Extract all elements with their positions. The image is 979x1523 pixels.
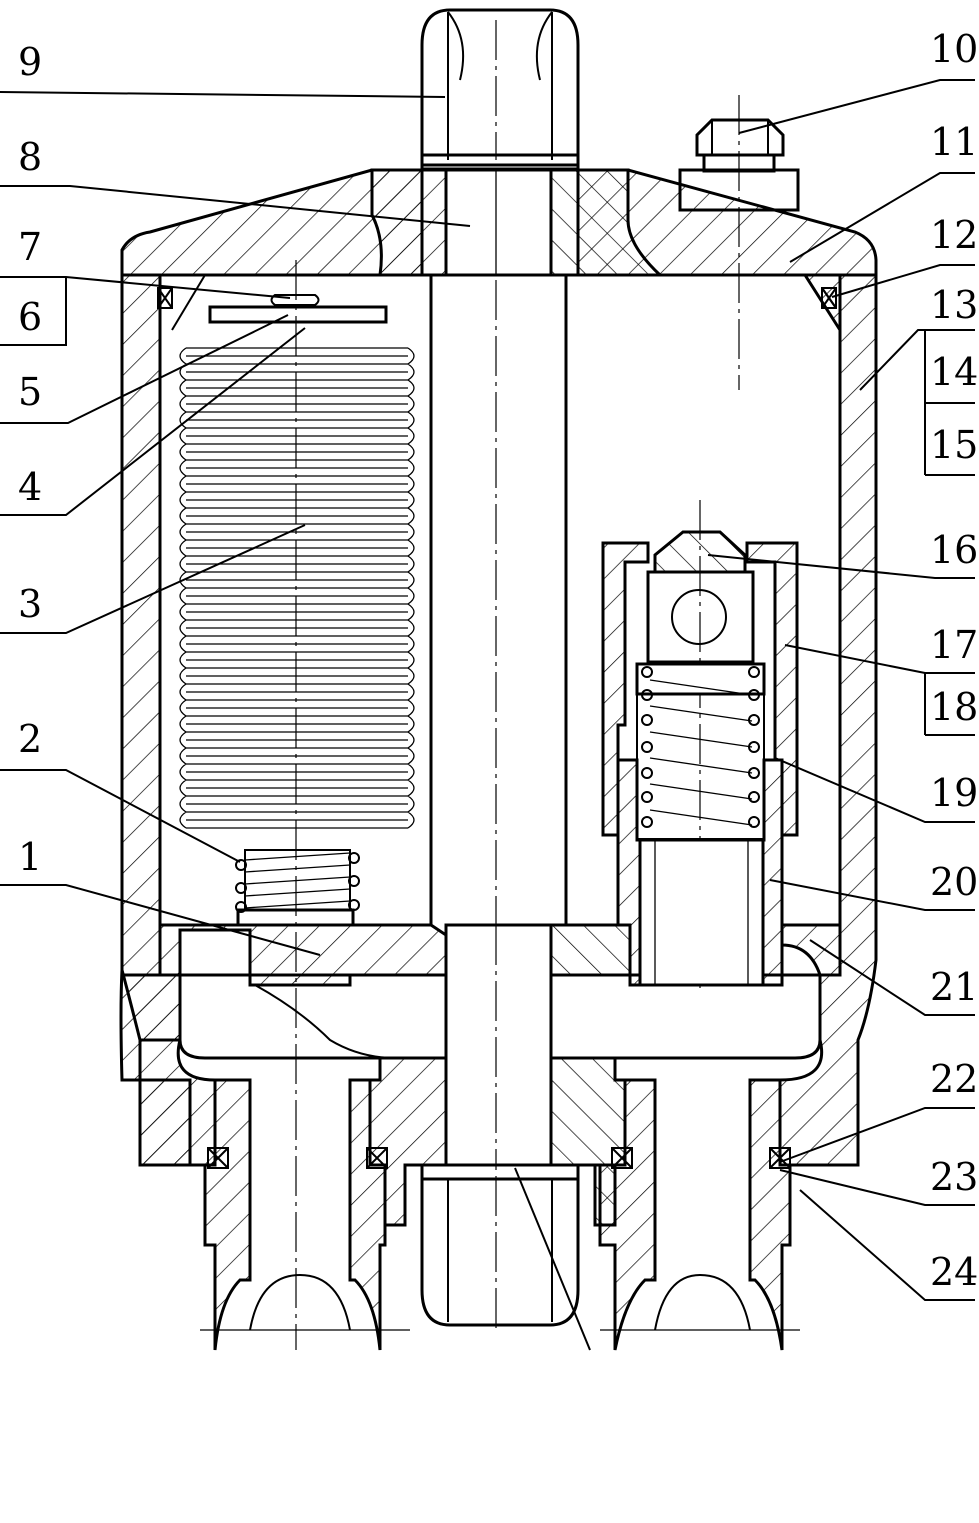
base-plate <box>158 923 448 987</box>
callout-3: 3 <box>18 582 42 626</box>
callout-6: 6 <box>18 295 42 339</box>
callout-19: 19 <box>930 771 978 815</box>
callout-1: 1 <box>18 835 42 879</box>
center-shaft-lower <box>444 923 553 1167</box>
callout-16: 16 <box>930 528 978 572</box>
callout-21: 21 <box>930 965 978 1009</box>
base-plate-right-outer <box>780 923 842 977</box>
callout-20: 20 <box>930 860 978 904</box>
callout-labels: 9 10 8 11 7 12 6 13 14 5 15 4 16 3 17 18… <box>18 27 978 1294</box>
pipe-left <box>200 1078 410 1351</box>
lower-chamber <box>178 975 822 1060</box>
callout-13: 13 <box>930 283 978 327</box>
label-boxes <box>924 330 975 736</box>
base-plate-right <box>549 923 632 977</box>
bottom-hex-nut <box>420 1163 580 1327</box>
pipe-right <box>598 1078 800 1351</box>
callout-18: 18 <box>930 685 978 729</box>
callout-5: 5 <box>18 370 42 414</box>
bellows-assembly <box>179 260 415 1350</box>
callout-15: 15 <box>930 423 978 467</box>
callout-4: 4 <box>18 465 42 509</box>
callout-7: 7 <box>18 225 42 269</box>
callout-8: 8 <box>18 135 42 179</box>
callout-22: 22 <box>930 1057 978 1101</box>
valve-assembly <box>601 500 799 990</box>
callout-23: 23 <box>930 1155 978 1199</box>
callout-14: 14 <box>930 350 978 394</box>
callout-10: 10 <box>930 27 978 71</box>
callout-11: 11 <box>930 120 978 164</box>
callout-24: 24 <box>930 1250 978 1294</box>
callout-12: 12 <box>930 213 978 257</box>
center-guide-tube <box>429 275 568 1330</box>
top-hex-nut <box>420 8 580 171</box>
leader-lines <box>0 79 975 1351</box>
callout-17: 17 <box>930 623 978 667</box>
callout-2: 2 <box>18 717 42 761</box>
center-shaft-top <box>444 168 553 277</box>
callout-9: 9 <box>18 40 42 84</box>
